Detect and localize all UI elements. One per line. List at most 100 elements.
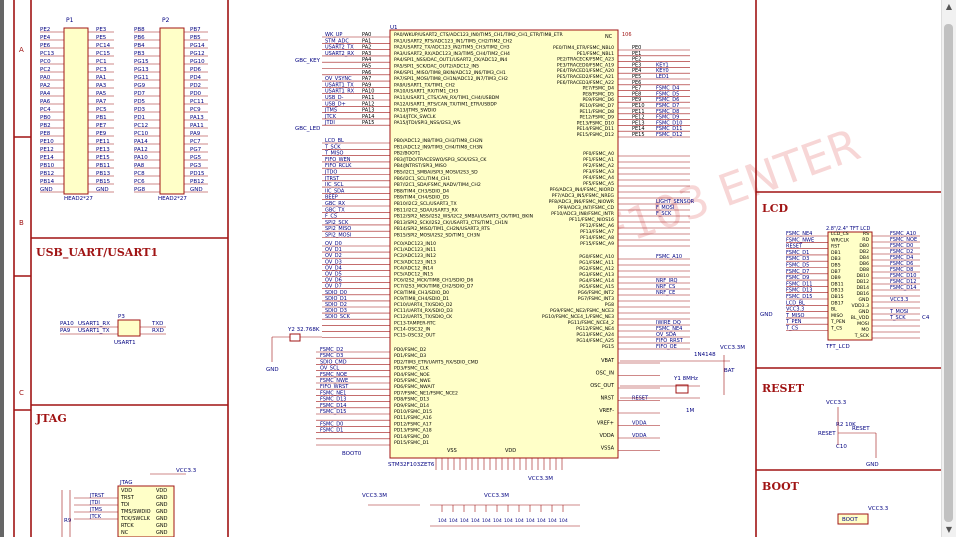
mcu-pa-func: PA2/USART2_TX/ADC123_IN2/TIM5_CH3/TIM2_C… [394,45,510,51]
lcd-net-left: T_PEN [785,319,802,325]
lcd-pin-right: GND [858,297,869,303]
reset-gnd: GND [866,462,879,468]
mcu-pe-pin: PE13 [632,120,645,126]
scroll-up-icon[interactable]: ▲ [945,2,953,11]
lcd-net-right: FSMC_D2 [890,249,913,255]
header-p2: P2 HEAD2*27 PB8PB6PB4PB3PG15PG13PG11PG9P… [134,17,208,202]
p1-net-right: GND [96,187,109,193]
jtag-block: JTAG VCC3.3 R9 VDDTRSTTDITMS/SWDIOTCK/SW… [61,468,197,537]
mcu-pe-pin: PE5 [632,74,641,80]
lcd-net-left: VCC3.3 [786,307,804,313]
mcu-pc-signal: SDIO_SCK [325,314,351,320]
mcu-pe-pin: PE2 [632,57,641,63]
mcu-pd-signal: FSMC_NOE [320,372,347,378]
sheet-frame [13,0,942,537]
mcu-pc-signal: OV_D6 [325,278,342,284]
p1-net-left: PC13 [40,51,55,57]
scrollbar-thumb[interactable] [944,24,953,522]
caps-vcc-right: VCC3.3M [484,493,509,499]
mcu-pc-signal: SDIO_D3 [325,308,347,314]
p2-net-right: PB12 [190,179,204,185]
mcu-pd-signal: FSMC_D0 [320,421,343,427]
p2-net-right: PB5 [190,35,201,41]
p2-net-right: PD2 [190,83,201,89]
mcu-pb-signal: JTDO [324,170,337,176]
mcu-pa-signal: USART1_RX [325,89,355,95]
jtag-pin-right: GND [156,523,168,529]
p1-net-right: PC5 [96,107,107,113]
mcu-pe-func: PE6/TRACED3/FSMC_A22 [557,80,614,86]
mcu-nc: NC [605,34,613,40]
mcu-pb-func: PB6/I2C1_SCL/TIM4_CH1 [394,176,450,182]
reset-label: RESET [852,426,870,432]
lcd-pin-right: BL_VDD [851,315,870,321]
section-title-jtag: JTAG [35,412,67,425]
cap-value: 104 [493,518,502,524]
mcu-pd-signal: FSMC_D3 [320,353,343,359]
lcd-net-left: FSMC_D13 [786,288,812,294]
mcu-pc-func: PC8/TIM8_CH3/SDIO_D0 [394,290,449,296]
mcu-pe-func: PE14/FSMC_D11 [577,126,614,132]
mcu-power-pin: VBAT [601,358,615,364]
mcu-pa-func: PA7/SPI1_MOSI/TIM8_CH1N/ADC12_IN7/TIM3_C… [394,76,508,82]
mcu-pa-signal: OV_VSYNC [325,76,352,82]
mcu-pg-signal: FSMC_NE4 [656,326,682,332]
mcu-pf-func: PF12/FSMC_A6 [580,223,614,229]
p2-net-left: PB6 [134,35,145,41]
mcu-pe-func: PE4/TRACED1/FSMC_A20 [557,68,614,74]
mcu-pf-func: PF9/ADC3_IN7/FSMC_CD [558,205,614,211]
vertical-scrollbar[interactable]: ▲ ▼ [941,0,956,537]
mcu-pa-signal: JTCK [324,114,337,120]
p1-net-right: PA1 [96,75,106,81]
lcd-net-left: FSMC_NWE [786,237,814,243]
mcu-pb-signal: GBC_RX [325,201,346,207]
mcu-pa-pin: PA2 [362,45,371,51]
mcu-pf-func: PF3/FSMC_A3 [583,169,614,175]
p1-net-left: PE2 [40,27,50,33]
mcu-pg-func: PG11/FSMC_NCE4_2 [568,320,614,326]
section-title-boot: BOOT [762,480,800,493]
mcu-pa-func: PA13/JTMS_SWDIO [394,108,437,114]
jtag-ref: JTAG [119,480,132,486]
lcd-net-left: FSMC_D9 [786,275,809,281]
lcd-pin-right: DB2 [859,249,869,255]
p1-net-right: PB15 [96,179,111,185]
p1-net-right: PC1 [96,59,107,65]
mcu-pe-func: PE8/FSMC_D5 [582,91,614,97]
p2-net-right: PC11 [190,99,204,105]
mcu-pe-signal: KEY0 [656,68,669,74]
mcu-pd-func: PD12/FSMC_A17 [394,421,432,427]
mcu-pc-signal: OV_D1 [325,247,342,253]
mcu-pg-func: PG4/FSMC_A14 [579,278,614,284]
mcu-pf-func: PF8/ADC3_IN6/FSMC_NIOWR [549,199,615,205]
jtag-net: JTRST [89,493,105,499]
mcu-pb-signal: SPI2_MOSI [325,233,351,239]
lcd-net-right: FSMC_D0 [890,243,913,249]
mcu-pb-signal: T_SCK [324,144,341,150]
p2-net-left: PA14 [134,139,148,145]
scroll-down-icon[interactable]: ▼ [945,525,953,534]
mcu-pa-pin: PA11 [362,95,374,101]
mcu-pc-func: PC14-OSC32_IN [394,326,430,332]
p2-net-right: PB7 [190,27,201,33]
mcu-pd-signal: FSMC_NWE [320,378,348,384]
lcd-net-right: FSMC_D10 [890,273,916,279]
mcu-pf-func: PF14/FSMC_A8 [580,235,614,241]
mcu-pb-func: PB10/I2C2_SCL/USART3_TX [394,201,457,207]
mcu-pb-func: PB0/ADC12_IN8/TIM3_CH3/TIM8_CH2N [394,138,483,144]
usart-connector: P3 USART1 PA10 PA9 USART1_RX USART1_TX T… [60,314,166,346]
mcu-power-net: VDDA [632,421,647,427]
mcu-pc-signal: OV_D7 [325,284,342,290]
mcu-pb-func: PB14/SPI2_MISO/TIM1_CH2N/USART3_RTS [394,226,490,232]
jtag-pin: NC [121,530,129,536]
mcu-pg-signal: FIFO_OE [656,344,677,350]
mcu-pb-func: PB15/SPI2_MOSI/I2S2_SD/TIM1_CH3N [394,233,480,239]
mcu-pa-pin: PA9 [362,82,371,88]
p1-net-left: PE10 [40,139,54,145]
mcu-pf-signal: F_SCK [656,211,672,217]
p1-net-right: PA3 [96,83,107,89]
lcd-net-left: LCD_BL [786,300,805,306]
mcu-pe-pin: PE12 [632,115,645,121]
